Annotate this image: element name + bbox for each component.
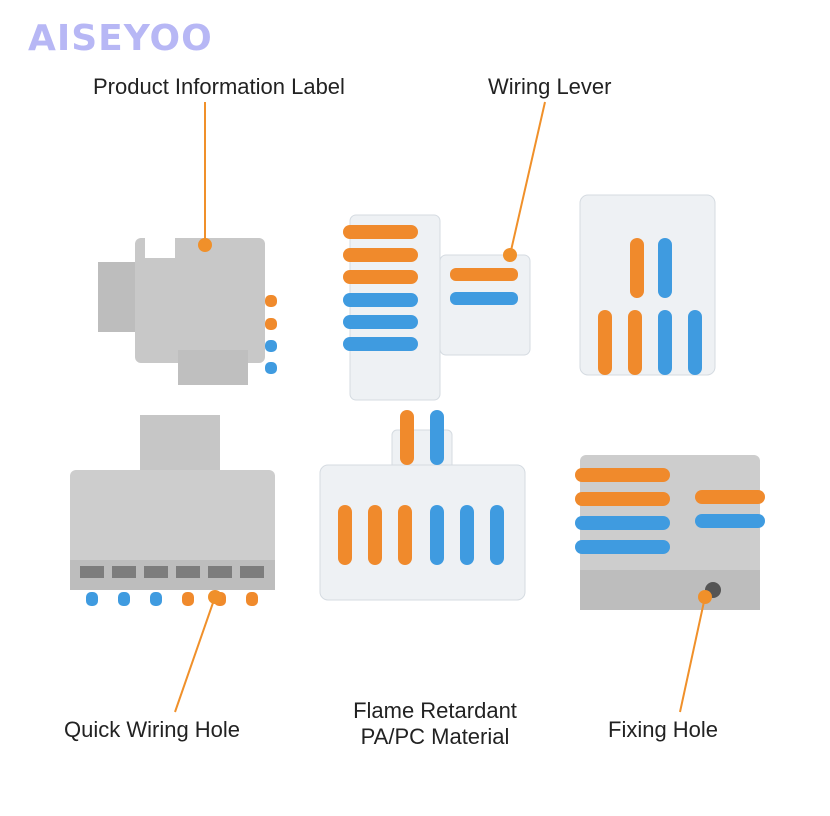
label-wiring-lever: Wiring Lever [488, 74, 612, 99]
label-material-line1: Flame Retardant [353, 698, 517, 723]
clear-connector-bottom-middle [319, 410, 526, 601]
clear-connector-top-middle [343, 214, 531, 401]
label-material-line2: PA/PC Material [360, 724, 510, 749]
label-fixing-hole: Fixing Hole [608, 717, 719, 742]
grey-connector-top-left [98, 238, 277, 385]
brand-logo: AISEYOO [28, 18, 213, 59]
label-material: Flame Retardant PA/PC Material [340, 698, 530, 750]
label-product-information: Product Information Label [93, 74, 345, 99]
leader-lines [174, 101, 712, 713]
label-quick-wiring-hole: Quick Wiring Hole [64, 717, 241, 742]
clear-connector-top-right [579, 194, 716, 376]
grey-connector-bottom-right [575, 455, 765, 610]
grey-connector-bottom-left [70, 415, 275, 606]
